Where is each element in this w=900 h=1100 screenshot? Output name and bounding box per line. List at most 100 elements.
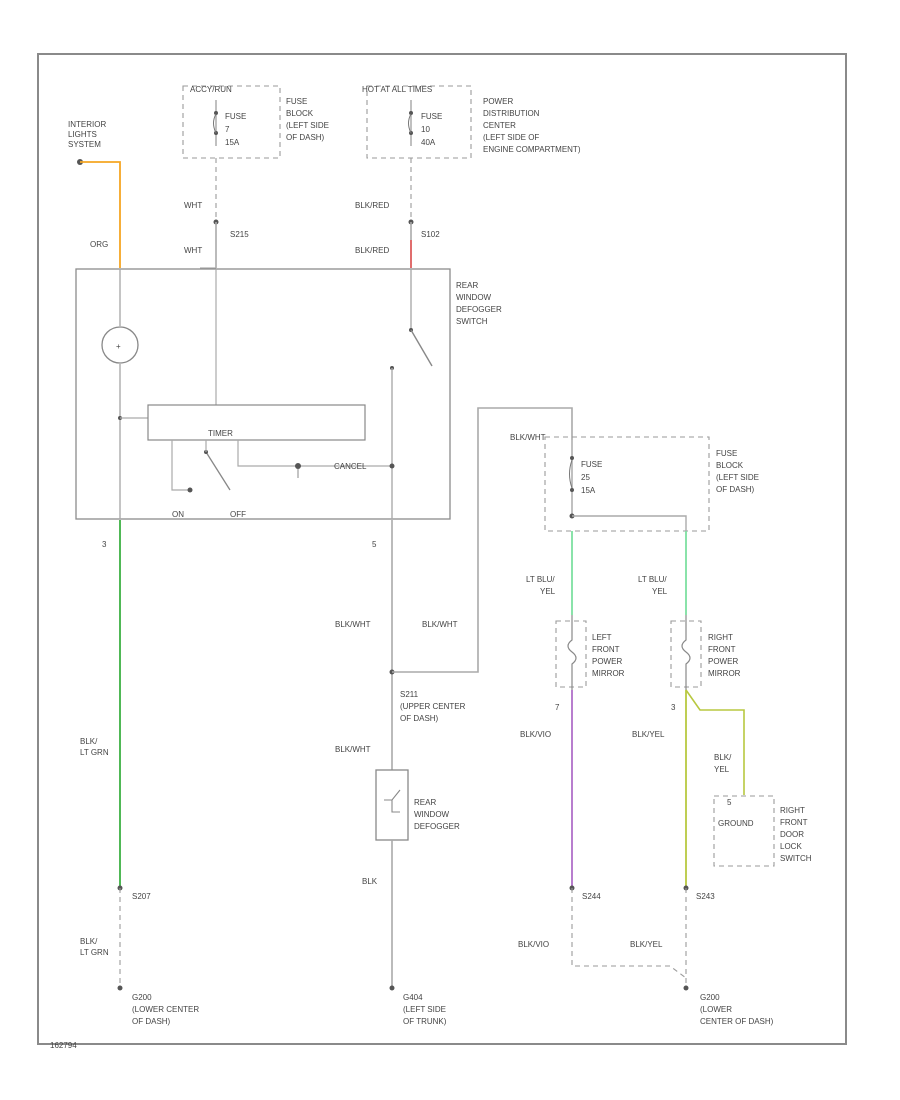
left-mirror-4: MIRROR <box>592 669 625 678</box>
fuse-7-location-2: BLOCK <box>286 109 314 118</box>
door-lock-name-3: DOOR <box>780 830 804 839</box>
defogger-switch-contact <box>410 329 433 367</box>
splice-s244: S244 <box>582 892 601 901</box>
splice-s211-1: S211 <box>400 690 419 699</box>
fuse-25-location-1: FUSE <box>716 449 737 458</box>
timer-box <box>147 404 366 441</box>
fuse-10-location-5: ENGINE COMPARTMENT) <box>483 145 581 154</box>
switch-pin-3: 3 <box>102 540 107 549</box>
left-mirror-1: LEFT <box>592 633 612 642</box>
interior-lights-2: LIGHTS <box>68 130 97 139</box>
blk-ltgrn-lower-2: LT GRN <box>80 948 109 957</box>
blk-label: BLK <box>362 877 378 886</box>
fuse-10-location-1: POWER <box>483 97 513 106</box>
right-front-power-mirror: RIGHT FRONT POWER MIRROR <box>670 615 741 690</box>
switch-name-2: WINDOW <box>456 293 492 302</box>
left-mirror-2: FRONT <box>592 645 620 654</box>
blk-wht-label-top: BLK/WHT <box>510 433 546 442</box>
lt-blu-yel-right-1: LT BLU/ <box>638 575 667 584</box>
blk-red-label-upper: BLK/RED <box>355 201 389 210</box>
splice-s211-3: OF DASH) <box>400 714 439 723</box>
indicator-lamp-icon <box>101 326 139 364</box>
blk-wht-feed-wire <box>392 407 573 673</box>
ground-mid-1: G404 <box>403 993 423 1002</box>
timer-label: TIMER <box>208 429 233 438</box>
fuse-10-block: HOT AT ALL TIMES FUSE 10 40A POWER DISTR… <box>362 85 581 159</box>
right-mirror-3: POWER <box>708 657 738 666</box>
blk-yel-label-upper: BLK/YEL <box>632 730 665 739</box>
blk-vio-label-lower: BLK/VIO <box>518 940 549 949</box>
ground-left-1: G200 <box>132 993 152 1002</box>
fuse-7-amperage: 15A <box>225 138 240 147</box>
fuse-7-location-1: FUSE <box>286 97 307 106</box>
fuse-25-location-4: OF DASH) <box>716 485 755 494</box>
fuse-10-hot-label: HOT AT ALL TIMES <box>362 85 432 94</box>
fuse-7-block: ACCY/RUN FUSE 7 15A FUSE BLOCK (LEFT SID… <box>182 85 329 159</box>
org-label: ORG <box>90 240 108 249</box>
interior-lights-3: SYSTEM <box>68 140 101 149</box>
fuse-25-location-3: (LEFT SIDE <box>716 473 759 482</box>
door-lock-name-2: FRONT <box>780 818 808 827</box>
right-mirror-4: MIRROR <box>708 669 741 678</box>
right-mirror-2: FRONT <box>708 645 736 654</box>
fuse-25-number: 25 <box>581 473 590 482</box>
figure-id: 162794 <box>50 1041 77 1050</box>
splice-s207: S207 <box>132 892 151 901</box>
ground-mid-3: OF TRUNK) <box>403 1017 447 1026</box>
splice-s211-2: (UPPER CENTER <box>400 702 466 711</box>
blk-red-label-lower: BLK/RED <box>355 246 389 255</box>
blk-wht-label-lower: BLK/WHT <box>335 745 371 754</box>
defogger-name-3: DEFOGGER <box>414 822 460 831</box>
fuse-25-amperage: 15A <box>581 486 596 495</box>
fuse-25-location-2: BLOCK <box>716 461 744 470</box>
blk-vio-label-upper: BLK/VIO <box>520 730 551 739</box>
lamp-symbol: + <box>116 342 121 351</box>
fuse-10-name: FUSE <box>421 112 442 121</box>
fuse-10-number: 10 <box>421 125 430 134</box>
blk-yel-mid-2: YEL <box>714 765 730 774</box>
right-front-door-lock-switch: 5 GROUND RIGHT FRONT DOOR LOCK SWITCH <box>713 795 812 867</box>
on-label: ON <box>172 510 184 519</box>
right-mirror-1: RIGHT <box>708 633 733 642</box>
defogger-name-2: WINDOW <box>414 810 450 819</box>
org-wire <box>80 161 121 268</box>
blk-ltgrn-upper-2: LT GRN <box>80 748 109 757</box>
blk-vio-wire-dashed <box>571 888 687 979</box>
splice-s243: S243 <box>696 892 715 901</box>
rear-window-defogger: REAR WINDOW DEFOGGER <box>375 769 460 841</box>
diagram-frame <box>37 53 847 1045</box>
blk-wht-label-right: BLK/WHT <box>422 620 458 629</box>
defogger-grid-icon <box>384 789 401 813</box>
cancel-label: CANCEL <box>334 462 367 471</box>
off-label: OFF <box>230 510 246 519</box>
door-lock-pin: 5 <box>727 798 732 807</box>
fuse-25-block: FUSE 25 15A FUSE BLOCK (LEFT SIDE OF DAS… <box>544 436 759 532</box>
interior-lights-1: INTERIOR <box>68 120 106 129</box>
ground-right-2: (LOWER <box>700 1005 732 1014</box>
fuse-7-hot-label: ACCY/RUN <box>190 85 232 94</box>
blk-yel-door-lock-wire <box>685 689 745 795</box>
door-lock-name-4: LOCK <box>780 842 802 851</box>
door-lock-name-1: RIGHT <box>780 806 805 815</box>
defogger-name-1: REAR <box>414 798 436 807</box>
fuse-10-location-2: DISTRIBUTION <box>483 109 540 118</box>
wht-label-lower: WHT <box>184 246 202 255</box>
blk-yel-mid-1: BLK/ <box>714 753 732 762</box>
blk-ltgrn-lower-1: BLK/ <box>80 937 98 946</box>
lt-blu-yel-left-2: YEL <box>540 587 556 596</box>
left-mirror-3: POWER <box>592 657 622 666</box>
switch-name-3: DEFOGGER <box>456 305 502 314</box>
switch-name-4: SWITCH <box>456 317 488 326</box>
fuse-7-number: 7 <box>225 125 230 134</box>
blk-yel-label-lower: BLK/YEL <box>630 940 663 949</box>
left-mirror-pin: 7 <box>555 703 560 712</box>
rear-window-defogger-switch: REAR WINDOW DEFOGGER SWITCH + TIMER CANC… <box>75 268 502 520</box>
ground-mid-2: (LEFT SIDE <box>403 1005 446 1014</box>
mirror-motor-icon-right <box>681 615 691 690</box>
fuse-10-location-3: CENTER <box>483 121 516 130</box>
splice-s102: S102 <box>421 230 440 239</box>
switch-name-1: REAR <box>456 281 478 290</box>
door-lock-ground: GROUND <box>718 819 754 828</box>
mirror-motor-icon <box>567 615 577 690</box>
